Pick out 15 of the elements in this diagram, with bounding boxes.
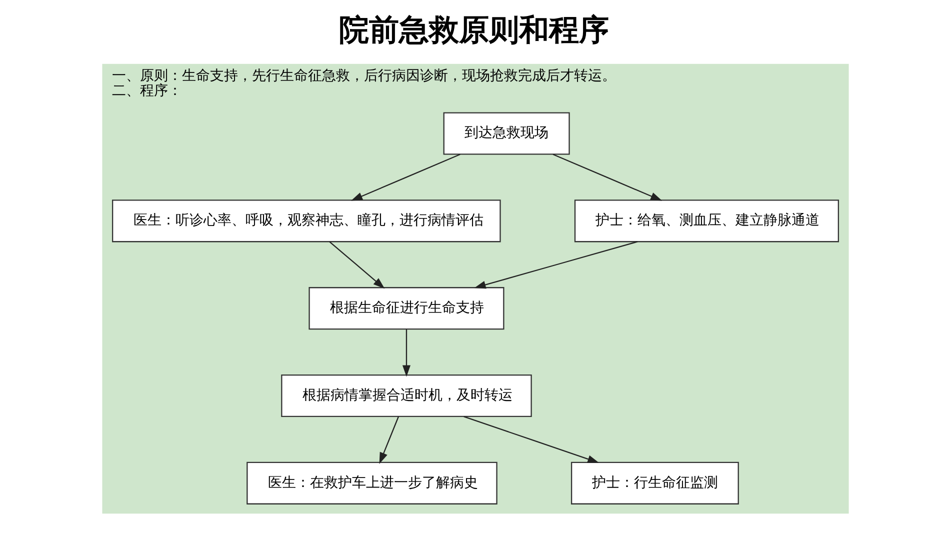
arrow bbox=[350, 154, 460, 201]
node-box: 医生：在救护车上进一步了解病史 bbox=[246, 462, 497, 504]
node-box: 到达急救现场 bbox=[442, 112, 570, 155]
node-box: 护士：给氧、测血压、建立静脉通道 bbox=[574, 200, 838, 242]
arrow bbox=[552, 154, 662, 201]
arrow bbox=[463, 416, 599, 463]
arrow bbox=[378, 416, 398, 464]
node-box: 根据生命征进行生命支持 bbox=[308, 287, 504, 330]
diagram-title: 院前急救原则和程序 bbox=[338, 13, 609, 48]
arrow bbox=[402, 329, 410, 377]
node-box: 根据病情掌握合适时机，及时转运 bbox=[280, 374, 532, 418]
node-box: 医生：听诊心率、呼吸，观察神志、瞳孔，进行病情评估 bbox=[112, 200, 500, 242]
arrow bbox=[474, 241, 638, 289]
node-box: 护士：行生命征监测 bbox=[570, 462, 738, 504]
arrow bbox=[328, 241, 384, 289]
